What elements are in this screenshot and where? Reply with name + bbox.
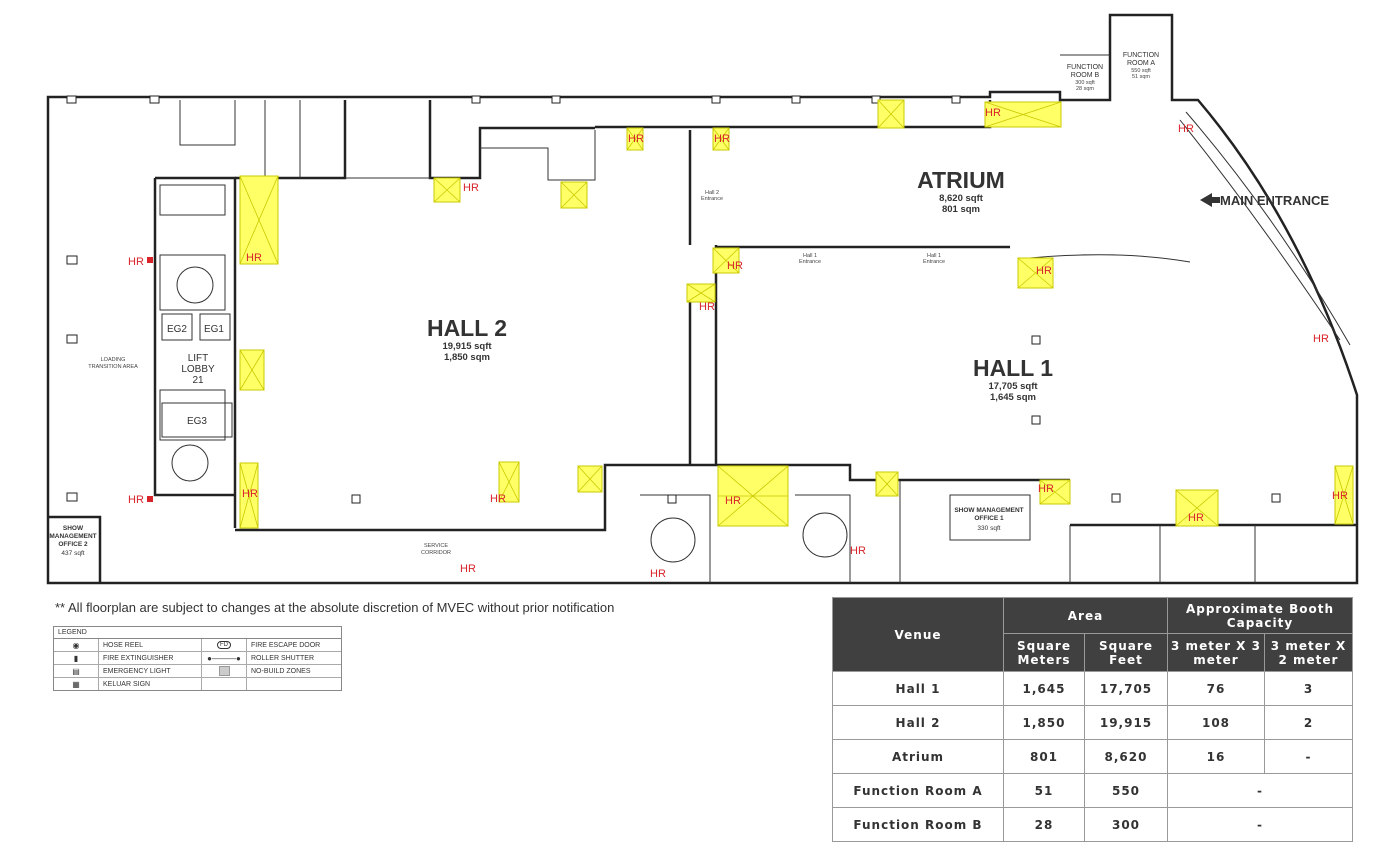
svg-text:HR: HR <box>1313 333 1329 345</box>
svg-text:28 sqm: 28 sqm <box>1076 86 1094 92</box>
legend-title: LEGEND <box>54 627 341 639</box>
smo1-label: SHOW MANAGEMENT <box>954 507 1023 514</box>
svg-text:Hall 1: Hall 1 <box>927 253 941 259</box>
svg-text:HR: HR <box>985 107 1001 119</box>
eg3-label: EG3 <box>187 416 207 427</box>
svg-text:437 sqft: 437 sqft <box>61 550 84 557</box>
svg-text:SERVICE: SERVICE <box>424 543 448 549</box>
atrium-label: ATRIUM <box>917 167 1005 193</box>
header-booth: Approximate Booth Capacity <box>1167 597 1353 634</box>
fire-escape-door-icon: FD <box>202 639 247 651</box>
function-room-a: FUNCTION ROOM A 550 sqft 51 sqm <box>1123 52 1159 80</box>
legend-row: ◉ HOSE REEL FD FIRE ESCAPE DOOR <box>54 639 341 652</box>
hose-reel-icon: ◉ <box>54 639 99 651</box>
svg-text:HR: HR <box>460 563 476 575</box>
svg-text:LOBBY: LOBBY <box>181 364 215 375</box>
header-3x2: 3 meter X 2 meter <box>1264 633 1353 672</box>
svg-text:330 sqft: 330 sqft <box>977 525 1000 532</box>
svg-text:FUNCTION: FUNCTION <box>1123 52 1159 59</box>
svg-text:MANAGEMENT: MANAGEMENT <box>49 533 96 540</box>
svg-text:OFFICE 1: OFFICE 1 <box>974 515 1004 522</box>
outer-wall <box>46 13 1359 585</box>
svg-text:TRANSITION AREA: TRANSITION AREA <box>88 364 138 370</box>
svg-text:HR: HR <box>242 488 258 500</box>
svg-text:HR: HR <box>1036 265 1052 277</box>
floor-plan: HR HR HR HR HR HR HR HR HR HR HR HR HR H… <box>46 13 1359 585</box>
svg-text:HR: HR <box>714 133 730 145</box>
header-area: Area <box>1003 597 1168 634</box>
legend-row: ▮ FIRE EXTINGUISHER ●———● ROLLER SHUTTER <box>54 652 341 665</box>
svg-text:Hall 2: Hall 2 <box>705 190 719 196</box>
table-row: Atrium 801 8,620 16 - <box>832 739 1353 774</box>
svg-text:Entrance: Entrance <box>799 259 821 265</box>
svg-text:19,915 sqft: 19,915 sqft <box>442 341 492 352</box>
svg-text:HR: HR <box>1332 490 1348 502</box>
booth-zones <box>239 99 1354 529</box>
hall2-label: HALL 2 <box>427 315 507 341</box>
svg-text:Entrance: Entrance <box>701 196 723 202</box>
svg-text:550 sqft: 550 sqft <box>1131 68 1151 74</box>
svg-text:HR: HR <box>1188 512 1204 524</box>
svg-text:CORRIDOR: CORRIDOR <box>421 550 451 556</box>
svg-text:Entrance: Entrance <box>923 259 945 265</box>
svg-text:OFFICE 2: OFFICE 2 <box>58 541 88 548</box>
header-venue: Venue <box>832 597 1004 672</box>
svg-text:ROOM B: ROOM B <box>1071 72 1100 79</box>
header-3x3: 3 meter X 3 meter <box>1167 633 1265 672</box>
svg-text:300 sqft: 300 sqft <box>1075 80 1095 86</box>
entrance-curve <box>1179 119 1341 341</box>
disclaimer: ** All floorplan are subject to changes … <box>55 600 615 615</box>
svg-text:1,645 sqm: 1,645 sqm <box>990 392 1036 403</box>
svg-text:8,620 sqft: 8,620 sqft <box>939 193 984 204</box>
svg-text:HR: HR <box>850 545 866 557</box>
eg1-label: EG1 <box>204 324 224 335</box>
hall1-label: HALL 1 <box>973 355 1053 381</box>
svg-text:HR: HR <box>699 301 715 313</box>
main-entrance-label: MAIN ENTRANCE <box>1220 193 1329 208</box>
table-row: Function Room A 51 550 - <box>832 773 1353 808</box>
svg-text:HR: HR <box>1178 123 1194 135</box>
fire-extinguisher-icon: ▮ <box>54 652 99 664</box>
svg-text:FUNCTION: FUNCTION <box>1067 64 1103 71</box>
table-row: Hall 1 1,645 17,705 76 3 <box>832 671 1353 706</box>
hose-reel-markers: HR HR HR HR HR HR HR HR HR HR HR HR HR H… <box>128 107 1348 580</box>
eg2-label: EG2 <box>167 324 187 335</box>
svg-text:HR: HR <box>650 568 666 580</box>
svg-text:1,850 sqm: 1,850 sqm <box>444 352 490 363</box>
keluar-sign-icon: ▦ <box>54 678 99 690</box>
legend-row: ▤ EMERGENCY LIGHT NO-BUILD ZONES <box>54 665 341 678</box>
svg-text:21: 21 <box>192 375 204 386</box>
svg-text:801 sqm: 801 sqm <box>942 204 980 215</box>
venue-table: Venue Area Approximate Booth Capacity Sq… <box>832 597 1353 842</box>
svg-text:HR: HR <box>725 495 741 507</box>
svg-text:HR: HR <box>128 256 144 268</box>
svg-text:HR: HR <box>246 252 262 264</box>
function-room-b: FUNCTION ROOM B 300 sqft 28 sqm <box>1067 64 1103 92</box>
svg-text:LOADING: LOADING <box>101 357 126 363</box>
arrow-left-icon <box>1200 193 1220 207</box>
svg-text:Hall 1: Hall 1 <box>803 253 817 259</box>
svg-text:17,705 sqft: 17,705 sqft <box>988 381 1038 392</box>
legend-row: ▦ KELUAR SIGN <box>54 678 341 690</box>
emergency-light-icon: ▤ <box>54 665 99 677</box>
table-row: Hall 2 1,850 19,915 108 2 <box>832 705 1353 740</box>
header-sqft: Square Feet <box>1084 633 1168 672</box>
svg-text:HR: HR <box>490 493 506 505</box>
no-build-zone-icon <box>202 665 247 677</box>
svg-text:ROOM A: ROOM A <box>1127 60 1155 67</box>
header-sqm: Square Meters <box>1003 633 1085 672</box>
svg-text:HR: HR <box>463 182 479 194</box>
roller-shutter-icon: ●———● <box>202 652 247 664</box>
smo2-label: SHOW <box>63 525 84 532</box>
svg-text:HR: HR <box>727 260 743 272</box>
table-row: Function Room B 28 300 - <box>832 807 1353 842</box>
lift-lobby-label: LIFT <box>188 353 209 364</box>
svg-text:HR: HR <box>628 133 644 145</box>
svg-text:HR: HR <box>128 494 144 506</box>
svg-text:HR: HR <box>1038 483 1054 495</box>
pillars <box>66 95 1281 504</box>
svg-text:51 sqm: 51 sqm <box>1132 74 1150 80</box>
legend: LEGEND ◉ HOSE REEL FD FIRE ESCAPE DOOR ▮… <box>53 626 342 691</box>
